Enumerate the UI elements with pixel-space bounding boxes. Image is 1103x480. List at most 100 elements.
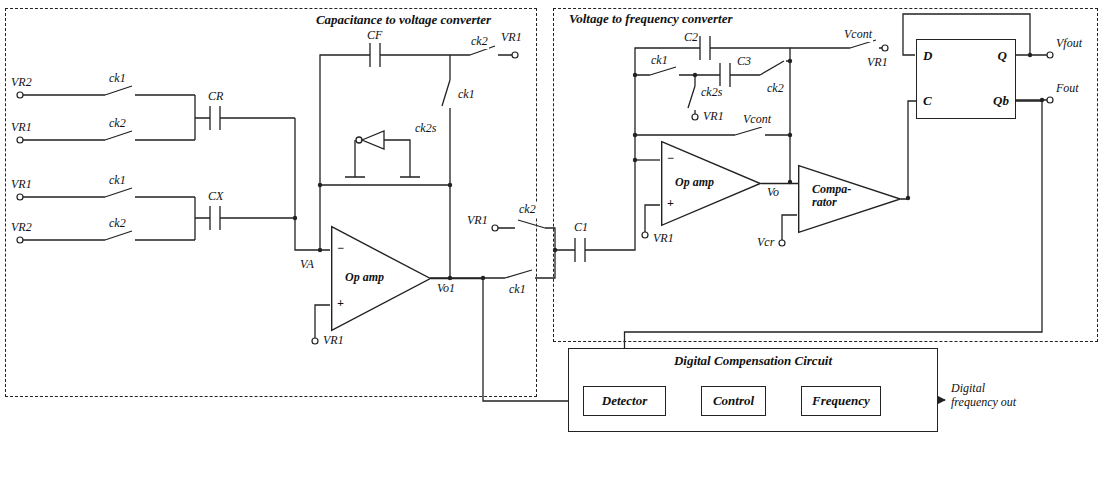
wire-stroke [633,158,637,162]
node-label: Op amp [345,271,384,284]
wire-stroke [320,43,450,250]
signal-label: CR [207,90,224,104]
signal-label: ck2s [414,122,437,136]
signal-label: Vcont [742,113,772,127]
signal-connector [901,101,916,199]
signal-label: ck2 [108,217,127,231]
node-label: Capacitance to voltage converter [316,13,491,27]
triangle-shape [332,227,431,331]
wire-stroke [633,133,637,137]
signal-label: ck1 [108,174,127,188]
pin-label: C [923,94,932,108]
comparator-symbol: Compa- rator [798,165,901,233]
signal-label: CX [207,190,224,204]
d-flip-flop: D Q C Qb [916,39,1016,119]
signal-label: ck2s [700,86,723,100]
signal-label: ck1 [650,54,669,68]
wire-stroke [635,159,660,160]
pin-label: Q [998,49,1007,63]
wire-stroke [295,118,330,250]
signal-connector [431,279,583,402]
wire-stroke [23,188,195,197]
signal-label: VR1 [500,31,523,45]
signal-connector [761,183,798,184]
signal-label: VR1 [652,232,675,246]
signal-connector [625,101,1043,386]
wire-stroke [512,52,518,58]
wire-stroke [693,73,697,77]
node-label: Frequency [802,394,880,408]
node-label: Op amp [675,176,714,189]
wire-stroke [633,73,637,77]
signal-label: VR1 [702,110,725,124]
wire-stroke [356,137,362,143]
wire-stroke [293,216,297,220]
wires [23,14,1047,400]
wire-stroke [782,215,797,240]
pin-label: + [667,197,674,210]
wire-stroke [635,127,790,135]
dashed-region: Voltage to frequency converterOp amp−+Co… [553,8,1098,342]
wire-stroke [17,194,23,200]
wire-stroke [23,231,195,240]
wire-stroke [17,137,23,143]
signal-label: Vcr [756,236,775,250]
signal-label: CF [366,29,383,43]
terminals [17,45,1053,344]
signal-label: C1 [573,221,589,235]
wire-stroke [362,131,384,149]
signal-label: VR1 [866,56,889,70]
signal-label: Vo [766,186,780,200]
triangle-shape [662,142,761,226]
signal-label: ck2 [518,203,537,217]
signal-label: ck1 [108,72,127,86]
signal-label: VR1 [466,214,489,228]
signal-label: Vo1 [436,282,456,296]
signal-label: VA [299,258,315,272]
signal-label: ck2 [766,82,785,96]
process-box: Control [701,386,766,416]
signal-label: VR1 [10,178,33,192]
signal-label: VR1 [322,334,345,348]
wire-stroke [692,114,698,120]
signal-label: Vcont [843,28,873,42]
output-label: Digital frequency out [950,382,1032,410]
triangle-shape [799,166,901,233]
node-label: Digital Compensation Circuit [569,354,937,368]
wire-stroke [779,240,785,246]
signal-label: Vfout [1055,37,1083,51]
wire-stroke [320,140,450,185]
wire-stroke [788,133,792,137]
wire-stroke [448,183,452,187]
signal-label: Fout [1055,82,1080,96]
op-amp-symbol: Op amp− + [661,141,761,226]
wire-stroke [195,206,295,230]
wire-stroke [788,59,792,63]
wire-stroke [492,225,498,231]
wire-stroke [688,75,695,114]
node-label: Compa- rator [812,183,858,209]
signal-label: ck2 [108,117,127,131]
signal-label: ck1 [508,283,527,297]
node-label: D [923,49,932,63]
signal-label: VR2 [10,76,33,90]
wire-stroke [195,106,295,130]
pin-label: − [337,242,344,255]
process-box: Detector [583,386,666,416]
wire-stroke [642,232,648,238]
process-box: Frequency [801,386,881,416]
signal-label: ck1 [457,88,476,102]
pin-label: Qb [993,94,1009,108]
wire-stroke [17,237,23,243]
wire-stroke [882,45,888,51]
pin-label: − [667,152,674,165]
wire-stroke [645,205,660,232]
signal-label: VR2 [10,221,33,235]
wire-stroke [555,36,790,262]
signal-label: VR1 [10,121,33,135]
node-label: Control [702,394,765,408]
wire-stroke [318,248,322,252]
wire-stroke [1028,53,1032,57]
wire-stroke [442,55,450,278]
